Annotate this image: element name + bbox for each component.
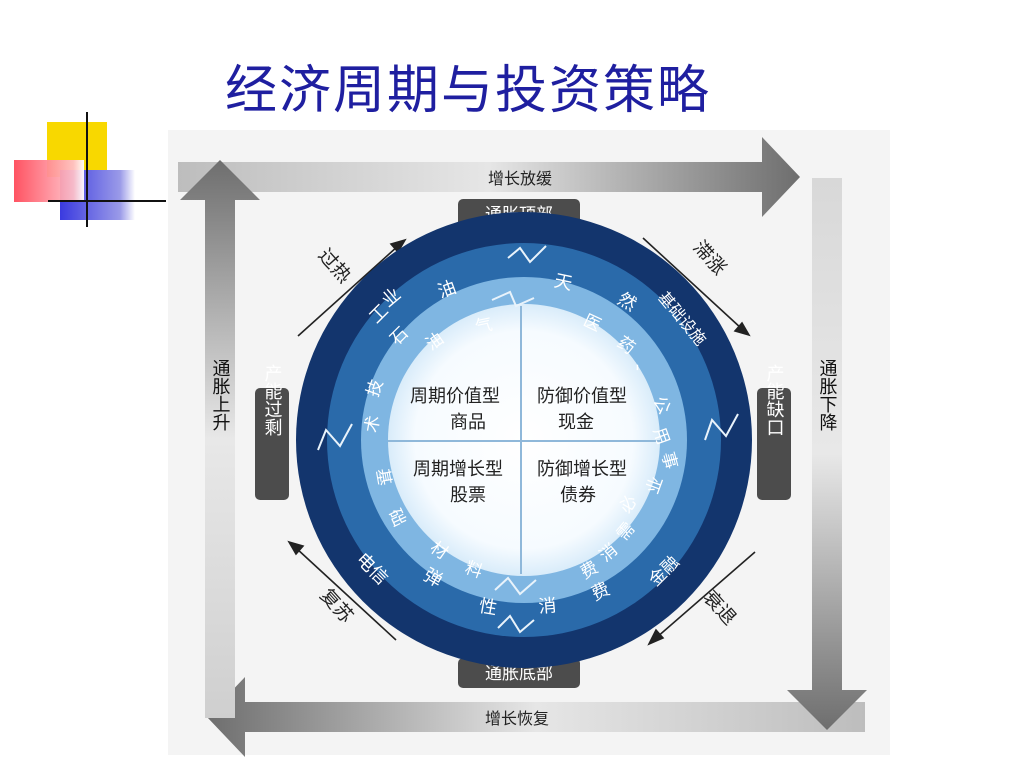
left-arrow-label: 通胀上升 — [210, 359, 231, 431]
badge-overcapacity-box — [255, 388, 289, 500]
inner-ring-char: 用 — [648, 425, 673, 448]
decor-vertical-line — [86, 112, 88, 227]
inner-ring-char: 基 — [372, 467, 395, 487]
badge-overcapacity: 产能过剩 — [262, 364, 283, 436]
quadrant-upper-left-title: 周期价值型 — [410, 386, 500, 407]
inner-ring-char: 技 — [363, 377, 388, 400]
badge-capacity-gap: 产能缺口 — [764, 364, 785, 436]
page-title: 经济周期与投资策略 — [225, 61, 712, 121]
outer-ring-char: 消 — [538, 595, 558, 617]
quadrant-upper-right-asset: 现金 — [558, 412, 594, 433]
bottom-arrow-label: 增长恢复 — [485, 709, 549, 728]
bottom-arrow-shape — [207, 677, 865, 757]
decor-horizontal-line — [48, 200, 166, 202]
inner-ring-char: 事 — [657, 450, 681, 472]
quadrant-lower-left-asset: 股票 — [450, 485, 486, 506]
badge-inflation-bottom: 通胀底部 — [485, 664, 553, 684]
ring-zigzags — [317, 245, 739, 634]
quadrant-lower-left-title: 周期增长型 — [413, 459, 503, 480]
inner-ring-char: 料 — [462, 558, 485, 583]
phase-arrows — [287, 237, 756, 646]
quadrant-upper-right-title: 防御价值型 — [537, 386, 627, 407]
outer-ring-char: 性 — [477, 596, 498, 620]
inner-ring-char: 医 — [580, 311, 604, 336]
top-arrow-shape — [178, 137, 800, 217]
right-arrow-label: 通胀下降 — [817, 359, 838, 431]
inner-ring-char: 气 — [474, 315, 495, 338]
right-arrow-shape — [787, 178, 867, 730]
decor-red-square — [14, 160, 84, 202]
badge-capacity-gap-box — [757, 388, 791, 500]
top-arrow-label: 增长放缓 — [488, 169, 552, 188]
inner-ring-char: 业 — [643, 474, 668, 497]
quadrant-lower-right-asset: 债券 — [560, 485, 596, 506]
outer-ring-char: 天 — [552, 270, 574, 294]
quadrant-lower-right-title: 防御增长型 — [537, 459, 627, 480]
inner-ring-char: 术 — [362, 414, 385, 434]
inner-ring-char: 础 — [384, 506, 409, 530]
left-arrow-shape — [180, 160, 260, 718]
quadrant-upper-left-asset: 商品 — [450, 412, 486, 433]
